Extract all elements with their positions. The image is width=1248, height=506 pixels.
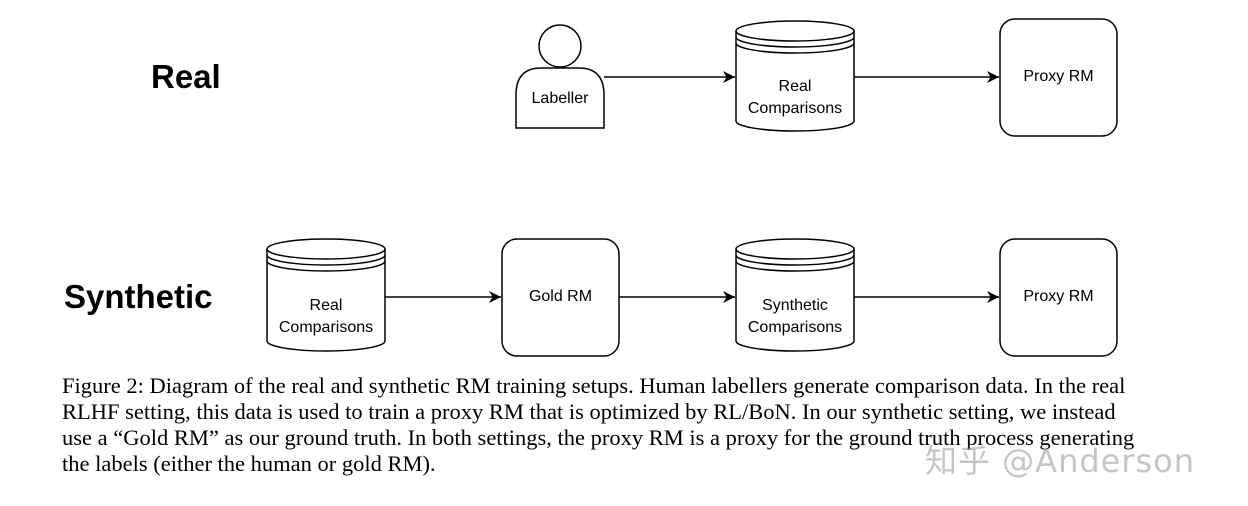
real-comparisons-label: Real Comparisons bbox=[736, 76, 854, 120]
synthetic-comparisons-label: Synthetic Comparisons bbox=[736, 295, 854, 339]
gold-rm-label: Gold RM bbox=[528, 288, 593, 305]
synthetic-comparisons-label-line2: Comparisons bbox=[747, 319, 843, 336]
labeller-label: Labeller bbox=[531, 90, 589, 107]
row-label-synthetic: Synthetic bbox=[64, 278, 213, 315]
watermark: 知乎 @Anderson bbox=[925, 442, 1196, 480]
synthetic-real-comparisons-label-line1: Real bbox=[309, 297, 343, 314]
synthetic-real-comparisons-label-line2: Comparisons bbox=[278, 319, 374, 336]
synthetic-comparisons-database-shape bbox=[735, 238, 855, 352]
synthetic-real-comparisons-label: Real Comparisons bbox=[267, 295, 385, 339]
figure-caption: Figure 2: Diagram of the real and synthe… bbox=[62, 373, 1135, 476]
labeller-actor-shape bbox=[515, 24, 605, 129]
synthetic-proxy-rm-box bbox=[999, 238, 1118, 357]
real-proxy-rm-box bbox=[999, 18, 1118, 137]
synthetic-real-comparisons-database-shape bbox=[266, 238, 386, 352]
real-comparisons-label-line2: Comparisons bbox=[747, 100, 843, 117]
row-label-real: Real bbox=[151, 58, 221, 95]
real-proxy-rm-label: Proxy RM bbox=[1023, 68, 1094, 85]
diagram-canvas bbox=[266, 18, 1118, 357]
synthetic-comparisons-label-line1: Synthetic bbox=[762, 297, 828, 314]
real-comparisons-label-line1: Real bbox=[778, 78, 812, 95]
real-comparisons-database-shape bbox=[735, 20, 855, 132]
synthetic-proxy-rm-label: Proxy RM bbox=[1023, 288, 1094, 305]
